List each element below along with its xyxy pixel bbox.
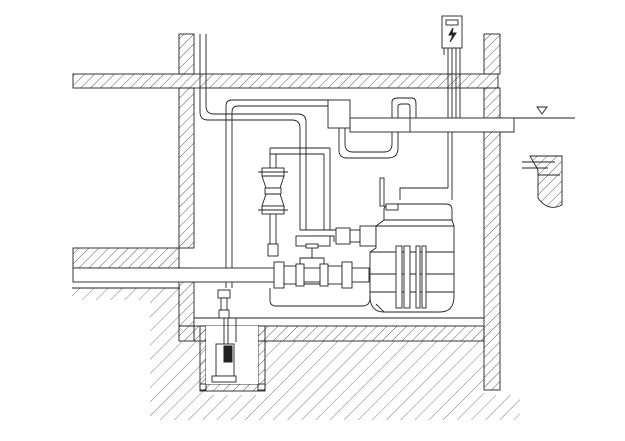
discharge-outlet-symbol <box>522 155 563 208</box>
submersible-pump <box>211 289 237 383</box>
sump-pit <box>199 325 266 392</box>
control-box <box>441 15 463 55</box>
check-valve-assembly <box>258 167 288 257</box>
lightning-icon <box>448 27 457 43</box>
pump-inlet-pipes <box>295 225 384 247</box>
water-level-triangle-icon <box>536 106 548 115</box>
right-wall <box>483 33 501 391</box>
main-inlet-pipe <box>72 261 371 307</box>
left-wall <box>178 33 195 327</box>
discharge-pipe-outside <box>349 117 515 133</box>
pipe-loops <box>199 34 417 288</box>
basement-floor <box>178 325 485 342</box>
upper-floor-slab <box>72 73 499 89</box>
pump-station-tank <box>369 177 455 313</box>
ground-soil <box>72 287 520 420</box>
check-valve-icon <box>267 243 279 257</box>
middle-floor-slab <box>72 247 180 269</box>
